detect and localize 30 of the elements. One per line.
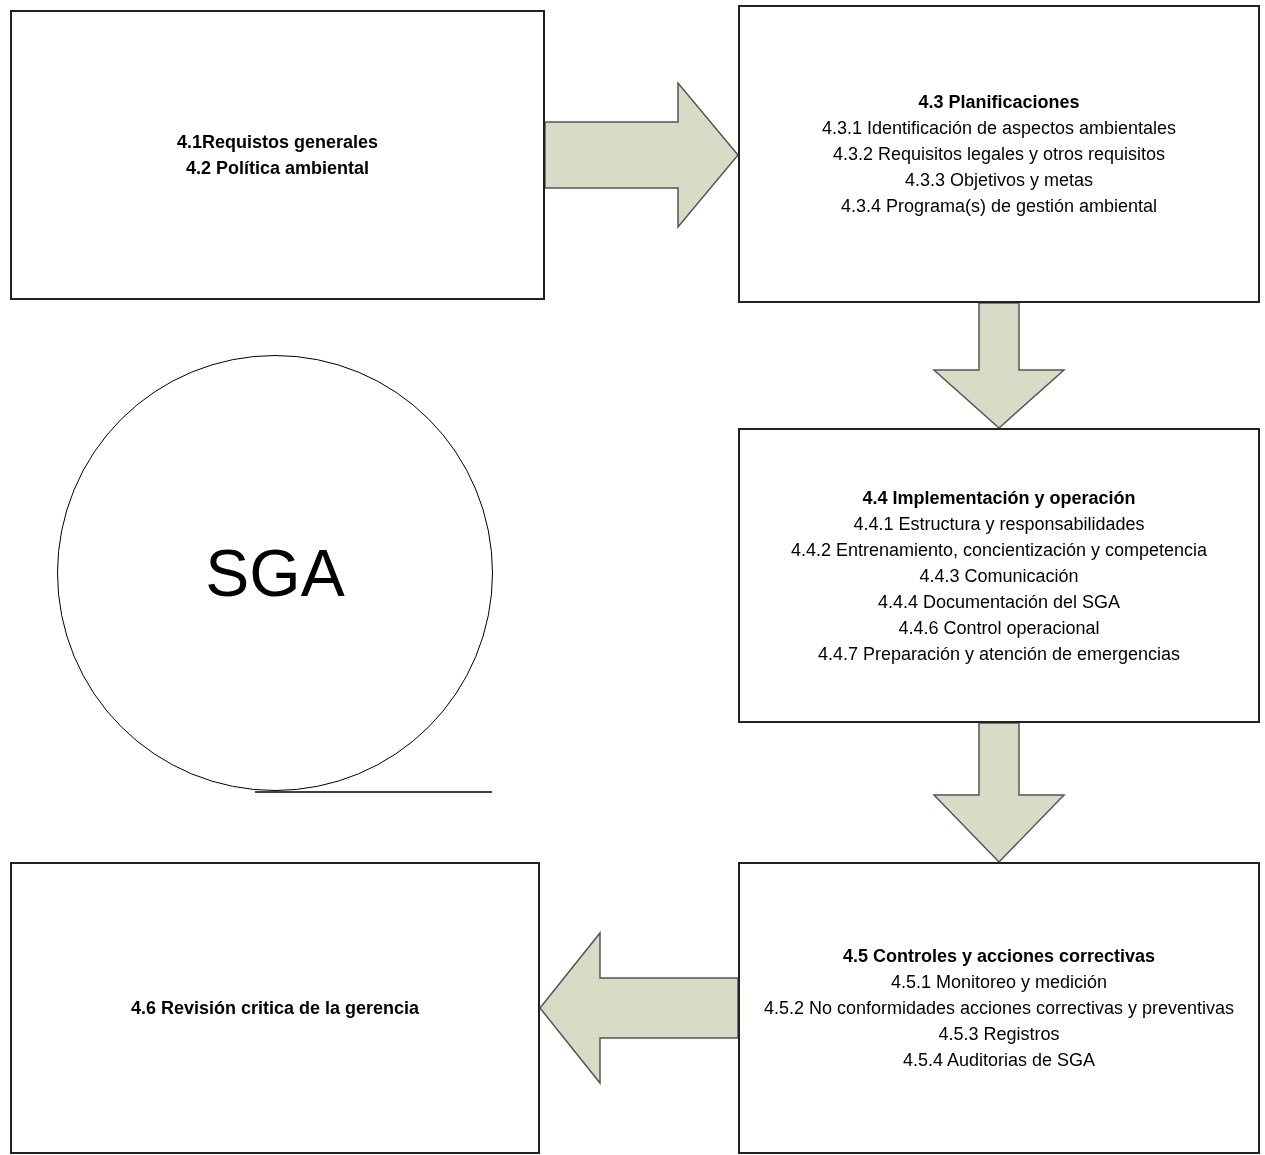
process-box [738, 862, 1260, 1154]
box-item: 4.5.1 Monitoreo y medición [890, 971, 1108, 994]
box-item: 4.4.6 Control operacional [898, 616, 1100, 640]
box-item: 4.3.3 Objetivos y metas [904, 169, 1094, 192]
box-item: 4.4.1 Estructura y responsabilidades [853, 512, 1145, 536]
box-item: 4.4.4 Documentación del SGA [877, 590, 1121, 614]
process-box [738, 5, 1260, 303]
block-arrow [932, 722, 1066, 864]
box-item: 4.5.2 No conformidades acciones correctivas y preventivas [763, 997, 1235, 1020]
box-item: 4.3.4 Programa(s) de gestión ambiental [840, 195, 1158, 218]
box-item: 4.4.2 Entrenamiento, concientización y competencia [790, 538, 1208, 562]
box-item: 4.5.3 Registros [938, 1023, 1060, 1046]
box-item: 4.4.3 Comunicación [919, 564, 1079, 588]
box-item: 4.4.7 Preparación y atención de emergencias [817, 642, 1181, 666]
box-item: 4.3.2 Requisitos legales y otros requisitos [832, 143, 1166, 166]
block-arrow [932, 302, 1066, 429]
process-box [738, 428, 1260, 723]
box-item: 4.3.1 Identificación de aspectos ambientales [821, 117, 1177, 140]
box-heading: 4.2 Política ambiental [185, 157, 370, 180]
block-arrow [544, 80, 739, 230]
box-item: 4.5.4 Auditorias de SGA [902, 1049, 1096, 1072]
process-box [10, 10, 545, 300]
box-heading: 4.4 Implementación y operación [862, 486, 1136, 510]
box-heading: 4.6 Revisión critica de la gerencia [130, 997, 420, 1020]
process-box [10, 862, 540, 1154]
block-arrow [539, 930, 739, 1086]
box-heading: 4.3 Planificaciones [918, 91, 1080, 114]
circle-label: SGA [205, 540, 345, 606]
box-heading: 4.1Requistos generales [176, 131, 379, 154]
box-heading: 4.5 Controles y acciones correctivas [842, 945, 1156, 968]
